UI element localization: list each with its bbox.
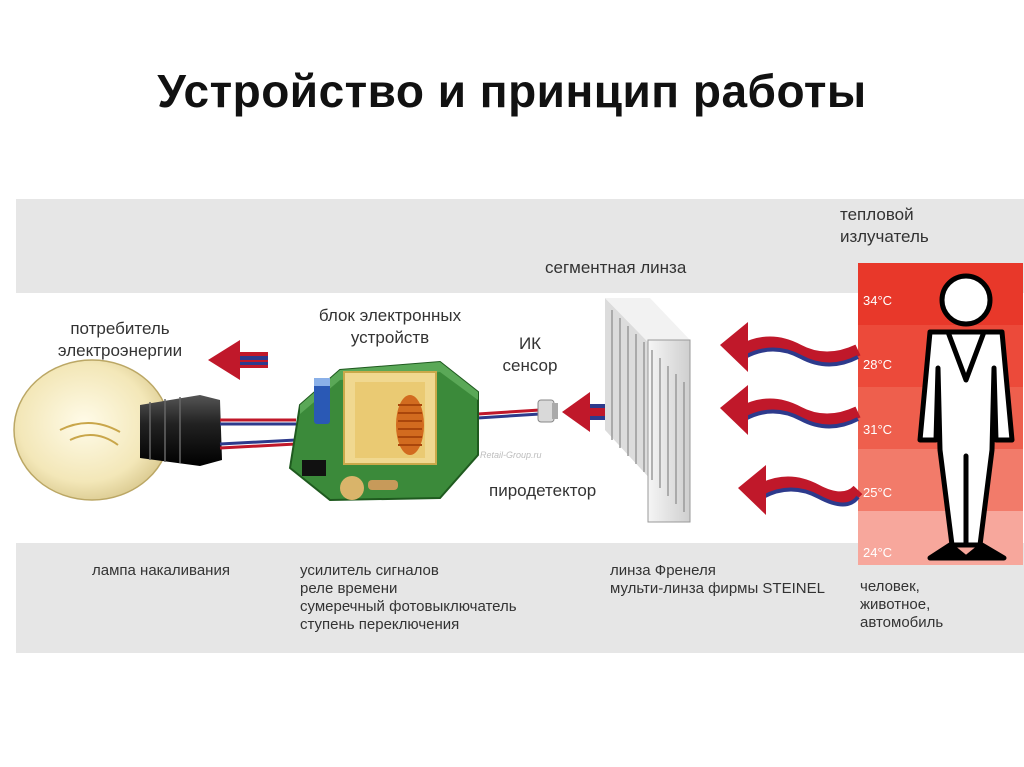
- lamp-caption: лампа накаливания: [92, 562, 230, 579]
- heat-source-line: излучатель: [840, 227, 929, 246]
- source-caption-line: человек,: [860, 578, 920, 595]
- bottom-band: [16, 543, 1024, 653]
- heat-source-label: тепловой излучатель: [840, 204, 929, 248]
- ir-sensor-label: ИК сенсор: [480, 333, 580, 377]
- page-title: Устройство и принцип работы: [157, 65, 867, 117]
- electronics-caption-line: усилитель сигналов: [300, 562, 439, 579]
- segment-lens-label: сегментная линза: [545, 258, 687, 277]
- consumer-label: потребитель электроэнергии: [40, 318, 200, 362]
- pyrodetector-label: пиродетектор: [489, 481, 597, 500]
- watermark-text: Retail-Group.ru: [480, 450, 542, 460]
- heat-arrow-icon: [738, 465, 863, 515]
- temp-label: 34°C: [863, 293, 893, 308]
- ir-sensor-line: сенсор: [502, 356, 558, 375]
- arrow-to-sensor-icon: [562, 392, 606, 432]
- electronics-caption-line: сумеречный фотовыключатель: [300, 598, 517, 615]
- arrow-to-consumer-icon: [208, 340, 268, 380]
- ir-sensor-line: ИК: [518, 334, 542, 353]
- temp-cell: 34°C: [858, 263, 1023, 325]
- electronics-caption: усилитель сигналов реле времени сумеречн…: [300, 562, 517, 634]
- temp-label: 31°C: [863, 422, 893, 437]
- consumer-line: электроэнергии: [57, 341, 183, 360]
- lens-caption: линза Френеля мульти-линза фирмы STEINEL: [610, 562, 825, 598]
- lens-caption-line: мульти-линза фирмы STEINEL: [610, 580, 825, 597]
- source-caption-line: животное,: [860, 596, 931, 613]
- light-bulb-icon: [13, 359, 222, 501]
- lens-caption-line: линза Френеля: [610, 562, 716, 579]
- heat-source-line: тепловой: [840, 205, 914, 224]
- ir-sensor-icon: [537, 399, 558, 423]
- source-caption: человек, животное, автомобиль: [860, 578, 943, 632]
- person-icon: [917, 273, 1015, 561]
- heat-arrow-icon: [720, 322, 861, 372]
- electronic-block-line: устройств: [350, 328, 430, 347]
- top-band: [16, 199, 1024, 293]
- heat-arrow-icon: [720, 385, 861, 435]
- heat-arrows: [720, 322, 863, 515]
- pcb-board-icon: Retail-Group.ru: [288, 360, 542, 502]
- temp-label: 28°C: [863, 357, 893, 372]
- temp-label: 25°C: [863, 485, 893, 500]
- consumer-line: потребитель: [70, 319, 170, 338]
- electronic-block-label: блок электронных устройств: [290, 305, 490, 349]
- electronics-caption-line: ступень переключения: [300, 616, 460, 633]
- temp-label: 24°C: [863, 545, 893, 560]
- electronic-block-line: блок электронных: [318, 306, 462, 325]
- fresnel-lens-icon: [605, 298, 691, 523]
- source-caption-line: автомобиль: [860, 614, 944, 631]
- electronics-caption-line: реле времени: [300, 580, 398, 597]
